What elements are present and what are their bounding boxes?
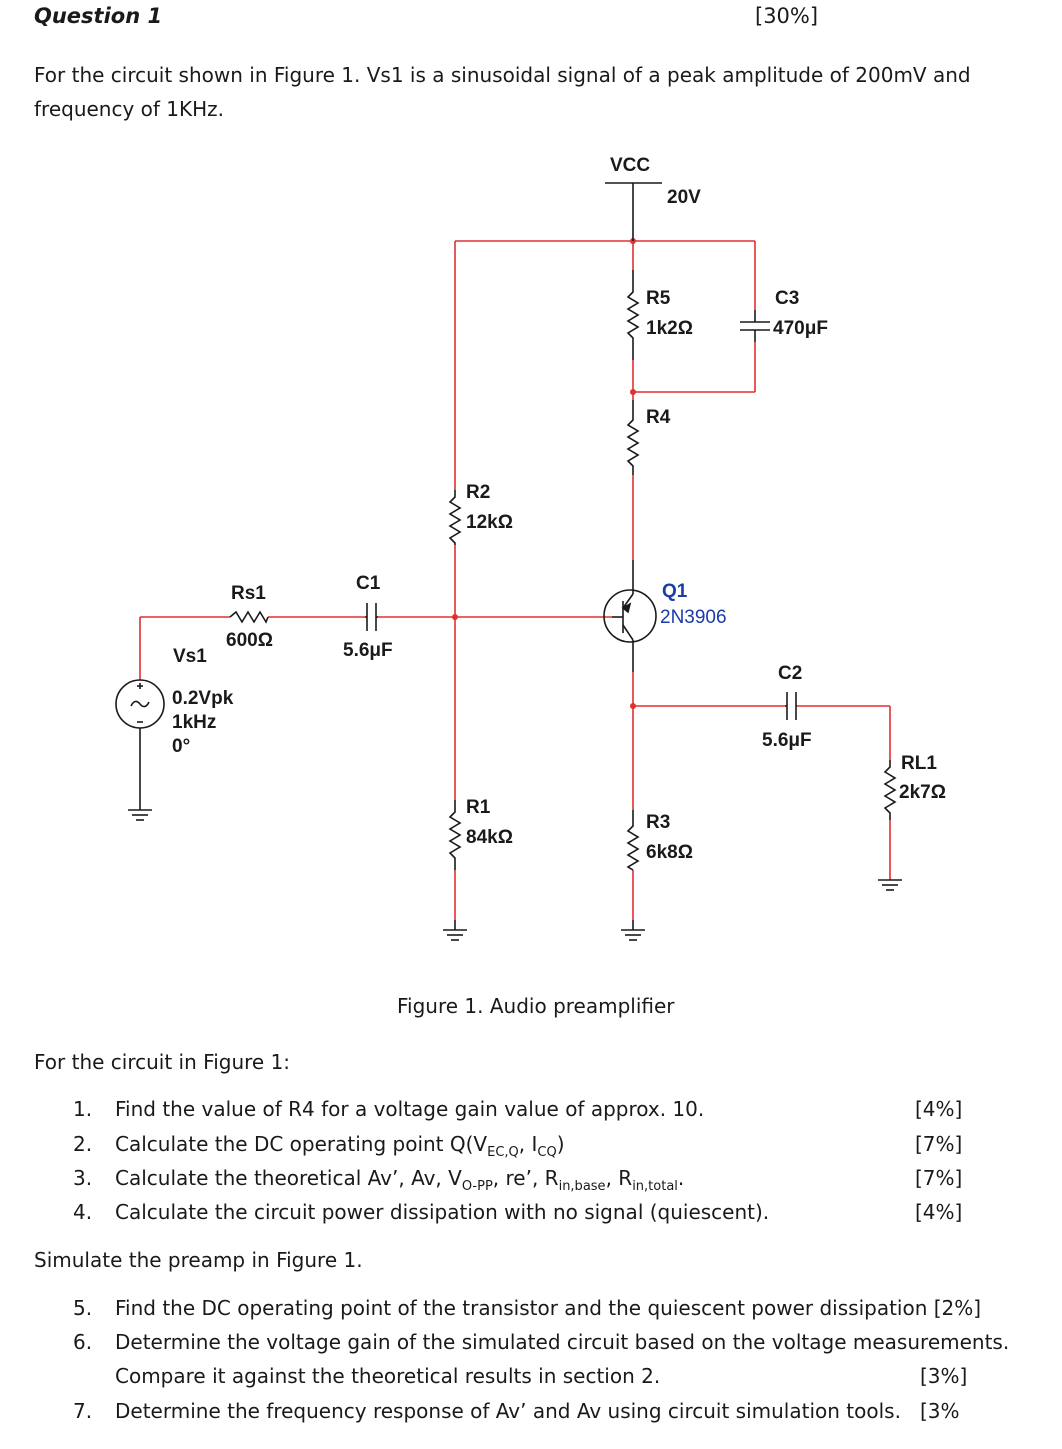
ground-vs1	[128, 809, 152, 821]
task-3-number: 3.	[73, 1166, 93, 1190]
task-3-mark: [7%]	[915, 1166, 963, 1190]
c3-name: C3	[775, 288, 799, 309]
task-2-part-c: )	[556, 1132, 565, 1156]
r1-value: 84kΩ	[466, 827, 513, 848]
vs1-amplitude: 0.2Vpk	[172, 688, 234, 709]
task-2-mark: [7%]	[915, 1132, 963, 1156]
c2-value: 5.6μF	[762, 730, 812, 751]
c1-value: 5.6μF	[343, 640, 393, 661]
r5-name: R5	[646, 288, 671, 309]
c1-name: C1	[356, 573, 381, 594]
c2-capacitor	[785, 692, 797, 720]
vcc-symbol	[605, 182, 662, 241]
c3-capacitor	[740, 310, 770, 342]
task-1-mark: [4%]	[915, 1097, 963, 1121]
c2-name: C2	[778, 663, 802, 684]
task-7-mark: [3%	[920, 1399, 960, 1423]
figure-caption: Figure 1. Audio preamplifier	[397, 994, 675, 1018]
task-5-text: Find the DC operating point of the trans…	[115, 1296, 982, 1320]
vcc-value: 20V	[667, 187, 701, 208]
task-3-part-c: , R	[605, 1166, 633, 1190]
question-marks: [30%]	[755, 4, 819, 28]
task-6-text-line2: Compare it against the theoretical resul…	[115, 1364, 661, 1388]
r5-resistor	[626, 270, 640, 360]
vcc-label: VCC	[610, 155, 650, 176]
rs1-name: Rs1	[231, 583, 266, 604]
q1-name: Q1	[662, 581, 688, 602]
ground-rl1	[878, 879, 902, 891]
task-5-number: 5.	[73, 1296, 93, 1320]
task-6-text: Determine the voltage gain of the simula…	[115, 1330, 1010, 1354]
r3-resistor	[626, 810, 640, 871]
r5-value: 1k2Ω	[646, 318, 693, 339]
r2-resistor	[448, 490, 462, 545]
task-2-sub-b: CQ	[537, 1145, 557, 1160]
vs1-phase: 0°	[172, 736, 190, 757]
r1-name: R1	[466, 797, 491, 818]
r4-resistor	[626, 400, 640, 475]
task-6-number: 6.	[73, 1330, 93, 1354]
ground-r3	[621, 920, 645, 941]
rl1-value: 2k7Ω	[899, 782, 946, 803]
r3-name: R3	[646, 812, 670, 833]
task-3-sub-a: O-PP	[461, 1179, 493, 1194]
wires	[139, 240, 891, 920]
task-1-number: 1.	[73, 1097, 93, 1121]
vs1-name: Vs1	[173, 646, 207, 667]
task-3-part-d: .	[677, 1166, 685, 1190]
task-2-part-b: , I	[518, 1132, 538, 1156]
vs1-frequency: 1kHz	[172, 712, 216, 733]
task-3-part-a: Calculate the theoretical Av’, Av, V	[115, 1166, 462, 1190]
r2-name: R2	[466, 482, 490, 503]
task-3-text: Calculate the theoretical Av’, Av, VO-PP…	[115, 1166, 684, 1194]
ground-r1	[443, 920, 467, 941]
task-2-part-a: Calculate the DC operating point Q(V	[115, 1132, 488, 1156]
task-2-sub-a: EC,Q	[487, 1145, 519, 1160]
task-1-text: Find the value of R4 for a voltage gain …	[115, 1097, 705, 1121]
for-circuit-heading: For the circuit in Figure 1:	[34, 1050, 291, 1074]
vs1-source	[115, 679, 165, 810]
task-3-sub-b: in,base	[558, 1179, 606, 1194]
task-4-mark: [4%]	[915, 1200, 963, 1224]
question-intro: For the circuit shown in Figure 1. Vs1 i…	[34, 63, 971, 121]
rl1-name: RL1	[901, 753, 937, 774]
r3-value: 6k8Ω	[646, 842, 693, 863]
task-3-part-b: , re’, R	[492, 1166, 559, 1190]
task-7-text: Determine the frequency response of Av’ …	[115, 1399, 901, 1423]
q1-transistor	[603, 560, 657, 672]
task-4-text: Calculate the circuit power dissipation …	[115, 1200, 770, 1224]
simulate-heading: Simulate the preamp in Figure 1.	[34, 1248, 363, 1272]
rs1-resistor	[229, 610, 269, 624]
c1-capacitor	[365, 603, 378, 631]
task-2-text: Calculate the DC operating point Q(VEC,Q…	[115, 1132, 565, 1160]
q1-part: 2N3906	[660, 607, 727, 628]
question-title: Question 1	[34, 4, 163, 28]
task-2-number: 2.	[73, 1132, 93, 1156]
r1-resistor	[448, 800, 462, 870]
r2-value: 12kΩ	[466, 512, 513, 533]
rl1-resistor	[883, 760, 897, 820]
task-6-mark: [3%]	[920, 1364, 968, 1388]
rs1-value: 600Ω	[226, 630, 273, 651]
r4-name: R4	[646, 407, 671, 428]
task-3-sub-c: in,total	[632, 1179, 678, 1194]
c3-value: 470μF	[773, 318, 828, 339]
task-7-number: 7.	[73, 1399, 93, 1423]
junction-dots	[452, 238, 636, 709]
task-4-number: 4.	[73, 1200, 93, 1224]
